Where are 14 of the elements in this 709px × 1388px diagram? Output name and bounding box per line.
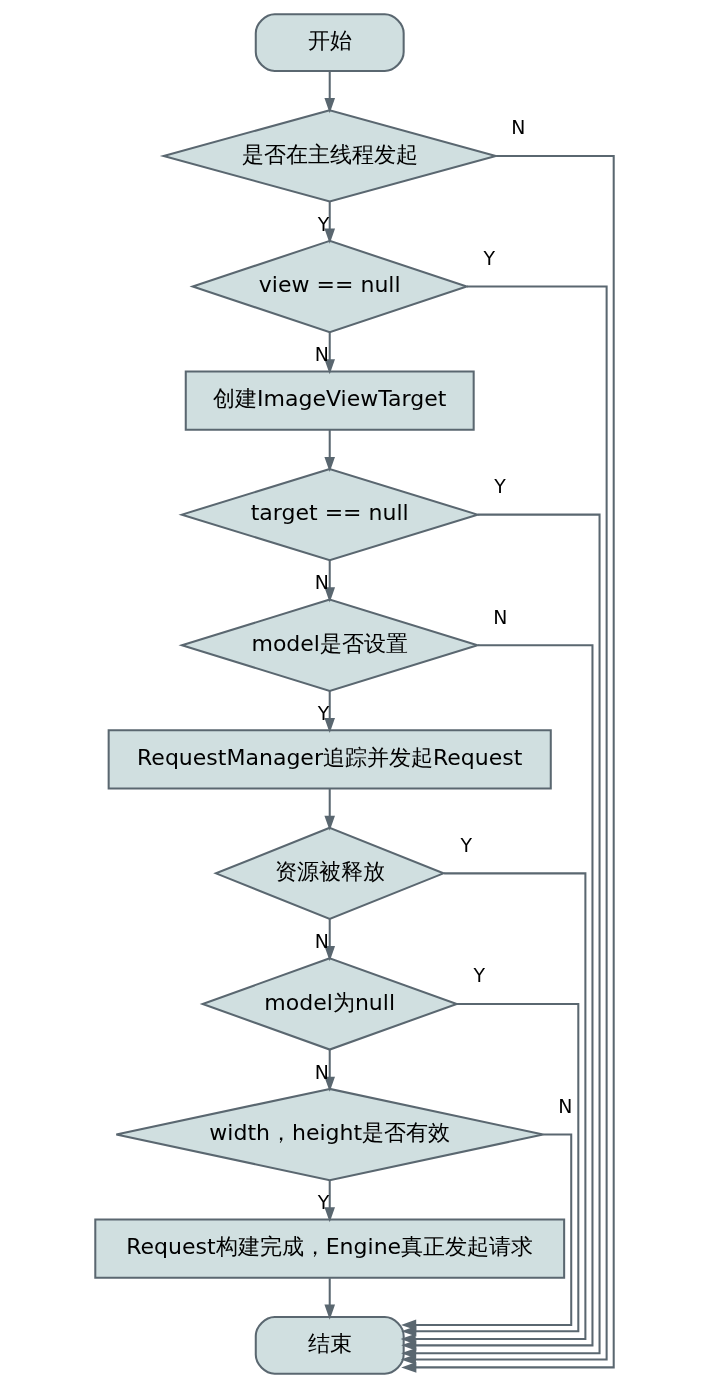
edge-label: Y <box>473 964 485 987</box>
edge-label: N <box>314 571 329 594</box>
edge-label: Y <box>317 1191 330 1214</box>
edge-label: Y <box>317 702 330 725</box>
edge-label: N <box>314 930 329 953</box>
edge-label: N <box>558 1094 573 1117</box>
edge-label: Y <box>483 246 495 269</box>
edge-label: N <box>314 1060 329 1083</box>
edge-label: Y <box>317 212 330 235</box>
edge-label: N <box>493 605 508 628</box>
edge-label: N <box>314 343 329 366</box>
edge-label: Y <box>460 833 473 856</box>
edge-label: Y <box>494 475 506 498</box>
edge-label: N <box>511 116 526 139</box>
